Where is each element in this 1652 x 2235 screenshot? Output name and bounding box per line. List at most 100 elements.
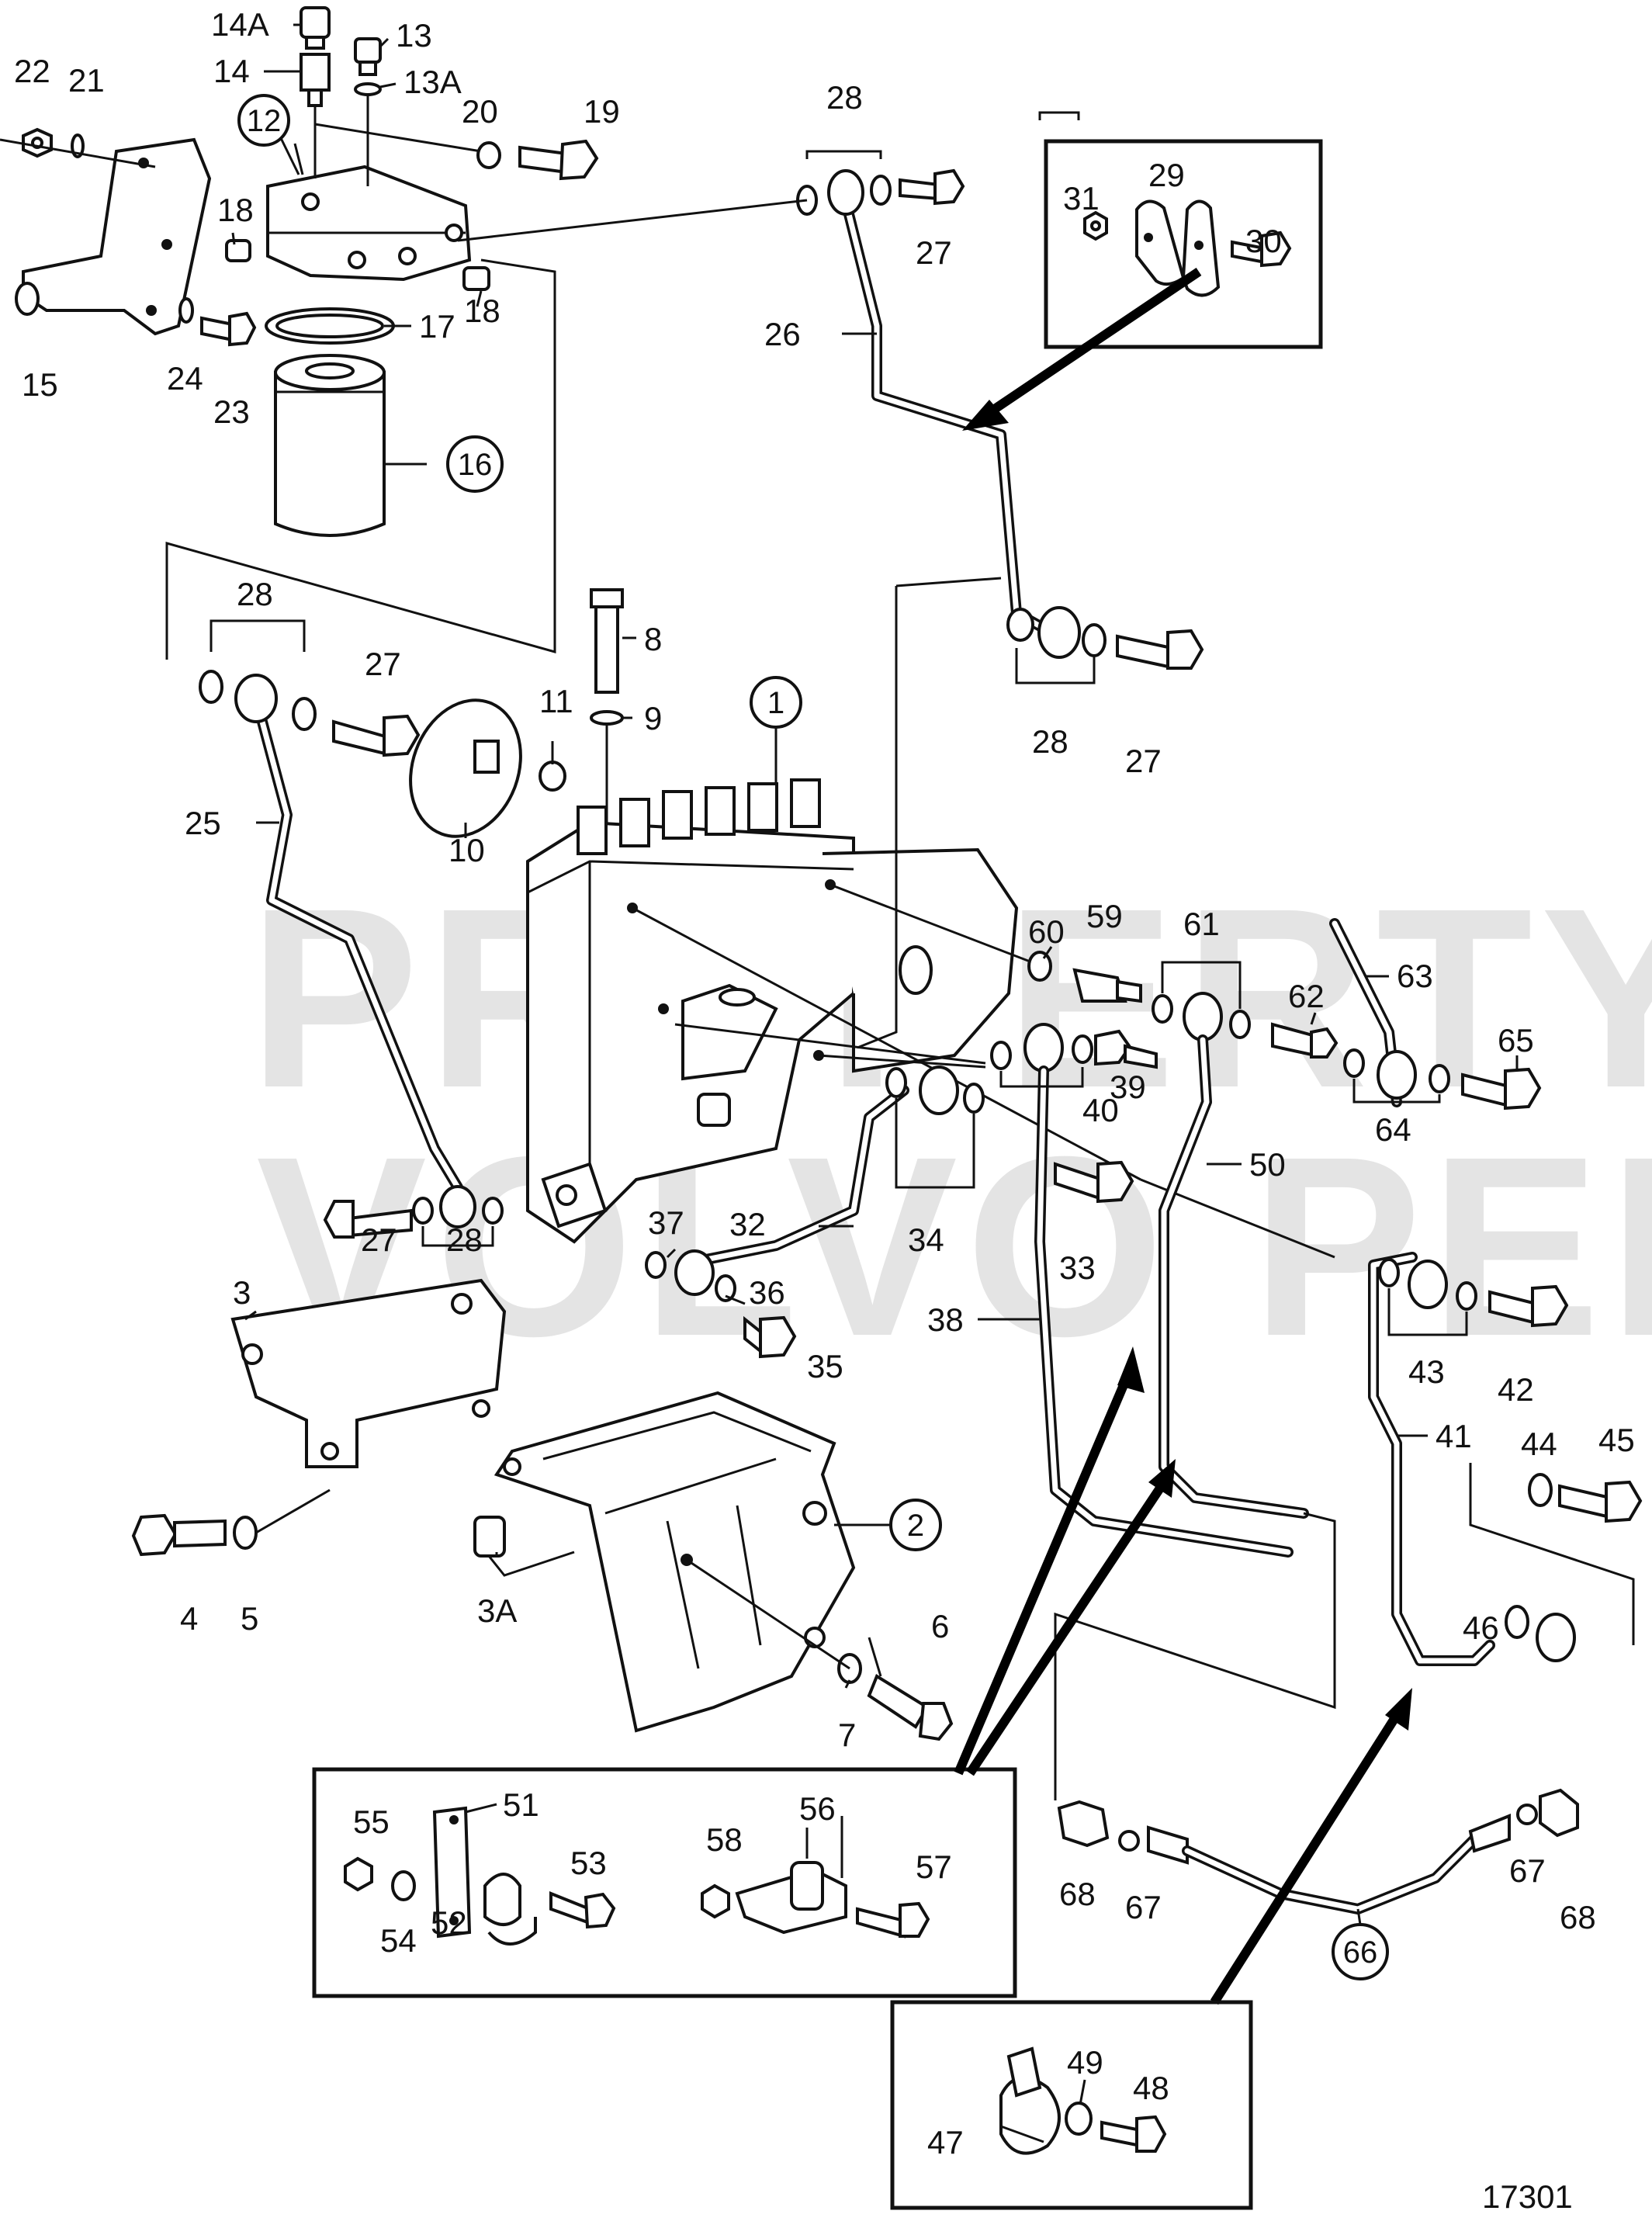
label-56: 56 (799, 1790, 836, 1827)
label-27-top: 27 (916, 234, 952, 271)
label-30: 30 (1245, 223, 1282, 259)
union-59 (1072, 968, 1142, 1003)
label-58: 58 (706, 1821, 743, 1858)
label-61: 61 (1183, 906, 1220, 942)
washer-5 (233, 1516, 258, 1550)
injection-pump (526, 778, 1019, 1244)
callout-12: 12 (247, 104, 282, 138)
callout-2: 2 (907, 1509, 924, 1543)
washer-20 (476, 141, 501, 169)
clamp-kit-box-upper (1044, 139, 1323, 349)
bolt-45 (1558, 1480, 1643, 1523)
label-38: 38 (927, 1301, 964, 1338)
label-68-left: 68 (1059, 1876, 1096, 1912)
label-57: 57 (916, 1849, 952, 1885)
plate-10 (409, 698, 522, 838)
label-25: 25 (185, 805, 221, 841)
sleeve-3A (473, 1516, 506, 1558)
bolt-35 (743, 1315, 797, 1359)
label-59: 59 (1086, 898, 1123, 934)
banjo-fitting-43 (1378, 1258, 1477, 1311)
label-54: 54 (380, 1922, 417, 1959)
label-27-lower: 27 (361, 1221, 397, 1258)
label-49: 49 (1067, 2044, 1103, 2081)
washer-60 (1027, 951, 1052, 982)
label-11: 11 (539, 683, 573, 719)
clamp-kit-box-bottom (890, 2000, 1253, 2210)
label-29: 29 (1148, 157, 1185, 193)
plug-18-right (462, 266, 490, 291)
label-27-mid: 27 (1125, 743, 1162, 779)
pump-support-2 (494, 1391, 856, 1733)
washer-21 (71, 133, 85, 158)
banjo-fitting-36 (674, 1249, 736, 1302)
label-5: 5 (241, 1600, 258, 1637)
filter-head (266, 165, 472, 282)
label-37: 37 (648, 1204, 684, 1241)
callout-circle-1 (750, 676, 802, 729)
label-23: 23 (213, 393, 250, 430)
callout-circle-16 (446, 435, 504, 493)
callout-16: 16 (458, 448, 493, 482)
label-64: 64 (1375, 1111, 1411, 1148)
label-27-left: 27 (365, 646, 401, 682)
fuel-filter-16 (274, 354, 386, 537)
label-22: 22 (14, 53, 50, 89)
label-28-mid: 28 (1032, 723, 1068, 760)
leader-lines (210, 23, 1519, 2143)
label-62: 62 (1288, 978, 1325, 1014)
plug-18-left (225, 239, 251, 262)
plug-13 (354, 37, 382, 76)
delivery-valve-row (577, 778, 821, 855)
callout-66: 66 (1343, 1935, 1378, 1970)
label-34: 34 (908, 1221, 944, 1258)
label-52: 52 (431, 1904, 467, 1941)
washer-24 (178, 297, 194, 324)
label-6: 6 (931, 1608, 949, 1644)
label-21: 21 (68, 62, 105, 99)
label-28-left: 28 (237, 576, 273, 612)
bolt-33 (1054, 1160, 1134, 1204)
label-50: 50 (1249, 1146, 1286, 1183)
label-8: 8 (644, 621, 662, 657)
label-28-lower: 28 (446, 1221, 483, 1258)
label-17: 17 (419, 308, 455, 345)
label-51: 51 (503, 1786, 539, 1823)
bolt-4 (131, 1513, 227, 1557)
label-47: 47 (927, 2124, 964, 2160)
label-39: 39 (1110, 1069, 1146, 1105)
clamp-kit-box-lower (312, 1767, 1017, 1998)
label-48: 48 (1133, 2070, 1169, 2106)
nut-22 (22, 127, 53, 158)
banjo-fitting-46 (1505, 1605, 1576, 1662)
label-44: 44 (1521, 1426, 1557, 1462)
bolt-8 (590, 588, 624, 694)
label-13A: 13A (403, 64, 462, 100)
label-9: 9 (644, 700, 662, 736)
label-3: 3 (233, 1274, 251, 1311)
label-68-right: 68 (1560, 1899, 1596, 1935)
bracket-3 (230, 1278, 507, 1468)
banjo-fitting-upper-25 (199, 670, 421, 757)
banjo-fitting-mid-26 (1006, 606, 1204, 670)
label-63: 63 (1397, 958, 1433, 994)
label-40: 40 (1082, 1092, 1119, 1128)
label-60: 60 (1028, 913, 1065, 950)
label-35: 35 (807, 1348, 843, 1384)
adapter-14 (300, 53, 331, 107)
washer-9 (590, 710, 624, 726)
label-19: 19 (584, 93, 620, 130)
label-20: 20 (462, 93, 498, 130)
part-number-labels: 14A 13 14 13A 22 21 20 19 18 18 17 15 24… (14, 6, 1635, 2160)
seal-ring-17 (265, 307, 395, 345)
callout-circle-12 (237, 94, 290, 147)
label-3A: 3A (477, 1592, 517, 1629)
label-14A: 14A (211, 6, 269, 43)
label-26: 26 (764, 316, 801, 352)
bolt-6 (867, 1674, 954, 1741)
label-4: 4 (180, 1600, 198, 1637)
banjo-fitting-top-26 (796, 168, 965, 216)
label-18-right: 18 (464, 293, 500, 329)
washer-13A (354, 82, 382, 96)
label-7: 7 (838, 1717, 856, 1753)
